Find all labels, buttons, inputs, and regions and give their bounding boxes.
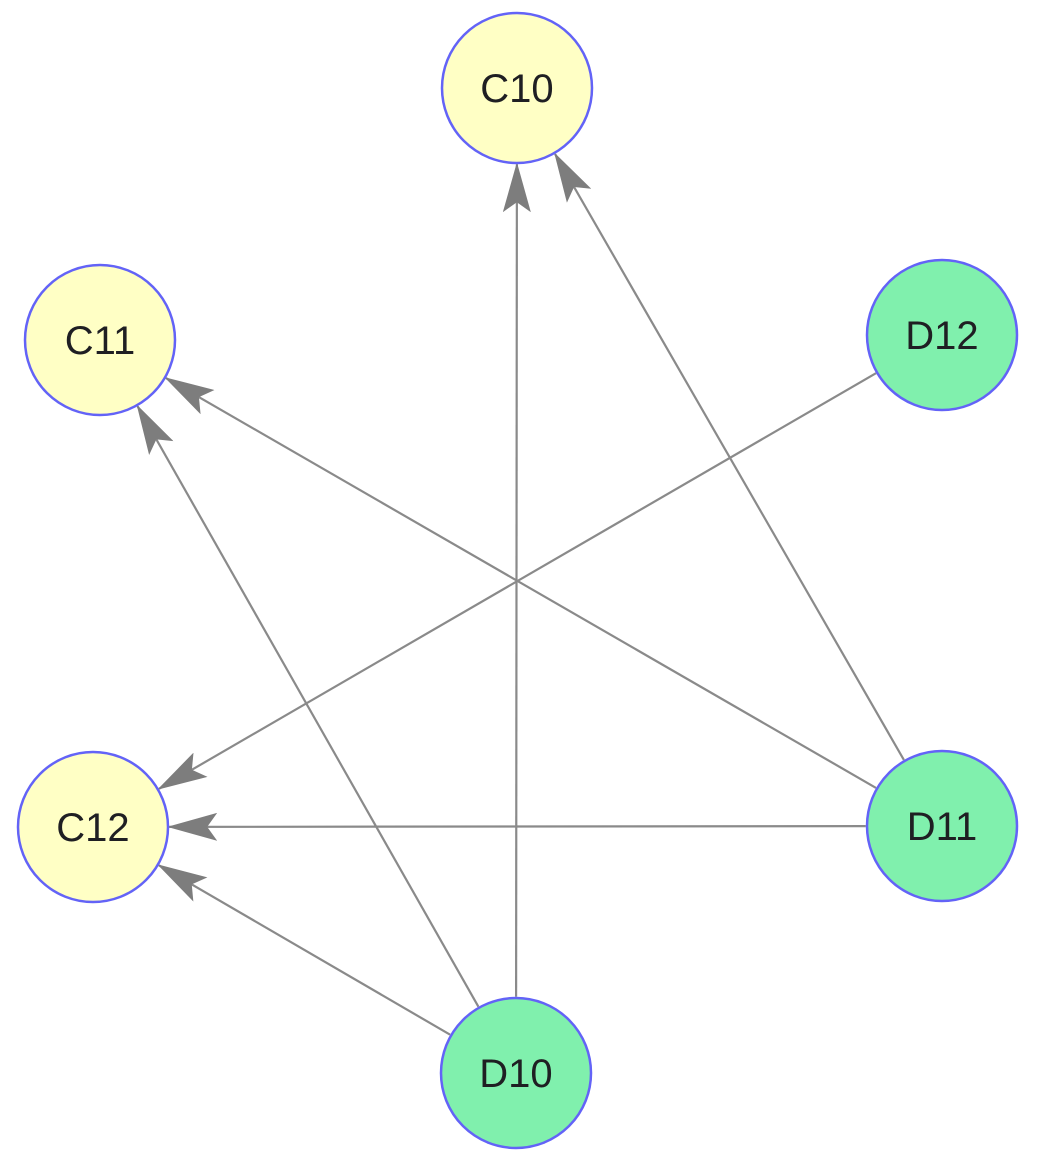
edges-layer bbox=[136, 152, 905, 1036]
node-C12[interactable]: C12 bbox=[16, 750, 170, 904]
edge-D11-C12 bbox=[167, 812, 866, 841]
edge-D10-C11 bbox=[136, 404, 480, 1008]
node-circle-C10[interactable] bbox=[440, 11, 594, 165]
edge-D10-C12 bbox=[157, 864, 451, 1036]
node-circle-D12[interactable] bbox=[865, 258, 1019, 412]
node-circle-D10[interactable] bbox=[439, 996, 593, 1150]
edge-D11-C11 bbox=[164, 377, 877, 789]
node-C11[interactable]: C11 bbox=[23, 263, 177, 417]
node-circle-D11[interactable] bbox=[865, 749, 1019, 903]
node-circle-C12[interactable] bbox=[16, 750, 170, 904]
node-D11[interactable]: D11 bbox=[865, 749, 1019, 903]
node-C10[interactable]: C10 bbox=[440, 11, 594, 165]
node-D10[interactable]: D10 bbox=[439, 996, 593, 1150]
edge-D12-C12 bbox=[157, 372, 877, 790]
node-D12[interactable]: D12 bbox=[865, 258, 1019, 412]
node-circle-C11[interactable] bbox=[23, 263, 177, 417]
